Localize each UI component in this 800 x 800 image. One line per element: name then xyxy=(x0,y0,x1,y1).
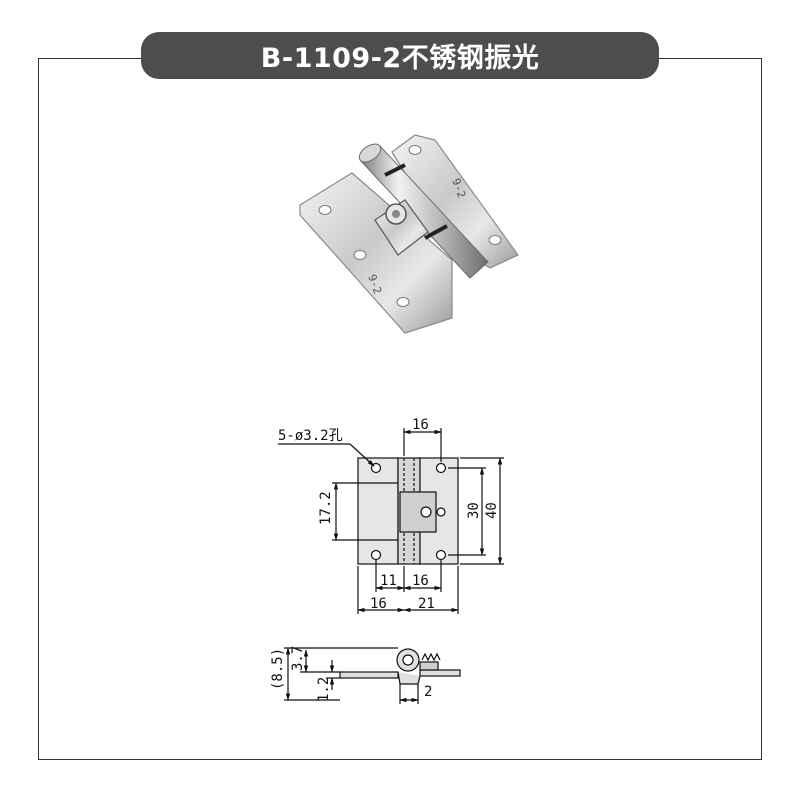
hinge-left-leaf: 9-2 xyxy=(299,172,453,334)
dim-hole-offset-left-label: 11 xyxy=(380,573,397,589)
dim-side-width-label: 2 xyxy=(424,684,432,700)
front-view-labels: 5-ø3.2孔 16 17.2 30 40 11 16 16 21 xyxy=(278,417,500,612)
dim-hole-span-label: 30 xyxy=(466,502,482,519)
dim-total-height-label: 40 xyxy=(484,502,500,519)
dim-left-height-label: 17.2 xyxy=(318,491,334,525)
front-view-drawing xyxy=(278,428,504,614)
dim-leaf-left-label: 16 xyxy=(370,596,387,612)
hole-note-label: 5-ø3.2孔 xyxy=(278,428,343,444)
dim-side-thickness-label: 1.2 xyxy=(316,677,332,702)
side-view-drawing xyxy=(284,647,461,704)
dim-side-total-label: (8.5) xyxy=(270,648,286,690)
hinge-spring-screw xyxy=(374,199,429,256)
dim-top-label: 16 xyxy=(412,417,429,433)
photo-stamp-left: 9-2 xyxy=(365,273,384,296)
photo-stamp-right: 9-2 xyxy=(449,177,468,200)
hinge-photo: 9-2 9-2 xyxy=(299,134,519,334)
title-banner: B-1109-2不锈钢振光 xyxy=(141,32,659,79)
dim-hole-offset-right-label: 16 xyxy=(412,573,429,589)
side-view-labels: (8.5) 3.7 1.2 2 xyxy=(270,646,432,702)
dim-side-upper-label: 3.7 xyxy=(290,646,306,671)
hinge-barrel xyxy=(358,143,489,279)
page-title: B-1109-2不锈钢振光 xyxy=(260,43,540,74)
dim-leaf-right-label: 21 xyxy=(418,596,435,612)
